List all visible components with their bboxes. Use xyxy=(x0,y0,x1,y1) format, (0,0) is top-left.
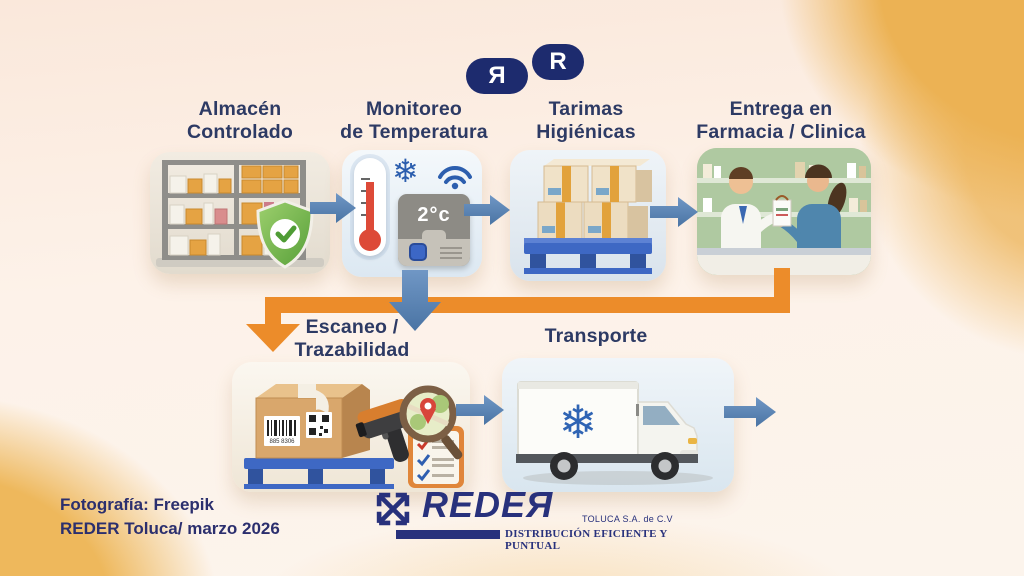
truck-headlight xyxy=(688,438,697,444)
shield-check-icon xyxy=(252,198,318,270)
barcode-box-illustration: 885 8306 xyxy=(244,384,464,489)
blue-pallet xyxy=(244,458,394,489)
card-tarimas-higienicas xyxy=(510,150,666,281)
step-label-transporte: Transporte xyxy=(490,325,702,348)
reder-monogram-logo: Я R xyxy=(466,44,586,98)
reder-arrows-icon xyxy=(376,492,410,526)
step-label-tarimas-higienicas: Tarimas Higiénicas xyxy=(480,98,692,144)
logo-letter-mirrored-r: Я xyxy=(488,62,506,89)
truck-windshield xyxy=(643,406,680,425)
thermometer-tick xyxy=(361,178,370,180)
refrigerated-truck-illustration: ❄ xyxy=(516,381,713,485)
thermometer-bulb xyxy=(359,229,381,251)
barcode-number: 885 8306 xyxy=(269,439,295,445)
counter-front xyxy=(697,255,871,275)
step-label-line: Trazabilidad xyxy=(294,339,410,361)
step-label-line: Entrega en xyxy=(729,98,833,120)
thermometer-tick xyxy=(361,214,370,216)
step-label-line: Controlado xyxy=(187,121,293,143)
card-almacen-controlado xyxy=(150,152,330,274)
device-vent xyxy=(440,247,462,249)
brand-name: REDEЯ xyxy=(422,484,554,525)
thermometer-icon xyxy=(354,158,386,256)
stacked-boxes xyxy=(537,159,652,241)
location-pin-icon xyxy=(420,398,436,424)
pharmacy-scene-illustration xyxy=(697,148,871,275)
logo-pill-right: R xyxy=(532,44,584,80)
device-vent xyxy=(440,257,462,259)
credit-line: Fotografía: Freepik xyxy=(60,495,214,514)
card-monitoreo-temperatura: ❄ 2°c xyxy=(342,150,482,277)
step-label-line: Farmacia / Clinica xyxy=(696,121,866,143)
photo-credit: Fotografía: Freepik REDER Toluca/ marzo … xyxy=(60,493,280,541)
step-label-entrega-farmacia: Entrega en Farmacia / Clinica xyxy=(675,98,887,144)
magnifier-map-icon xyxy=(399,385,463,460)
step-label-line: de Temperatura xyxy=(340,121,488,143)
step-label-line: Transporte xyxy=(544,325,648,347)
step-label-line: Escaneo / xyxy=(305,316,399,338)
wifi-icon xyxy=(438,166,472,190)
step-label-escaneo-trazabilidad: Escaneo / Trazabilidad xyxy=(246,316,458,362)
step-label-line: Higiénicas xyxy=(536,121,636,143)
pallet-boxes-illustration xyxy=(524,159,652,274)
step-label-monitoreo-temperatura: Monitoreo de Temperatura xyxy=(308,98,520,144)
reder-brand-logo: REDEЯ TOLUCA S.A. de C.V DISTRIBUCIÓN EF… xyxy=(368,482,698,554)
snowflake-icon: ❄ xyxy=(392,153,419,189)
brand-underline-bar xyxy=(396,530,500,539)
logo-letter-r: R xyxy=(549,48,567,75)
medicine-bag xyxy=(772,195,792,227)
thermometer-tube xyxy=(366,182,374,234)
qr-label xyxy=(306,412,332,438)
card-escaneo-trazabilidad: 885 8306 xyxy=(232,362,470,492)
blue-pallet xyxy=(524,238,652,274)
device-vent xyxy=(440,252,462,254)
barcode-scanner-icon xyxy=(355,398,413,462)
thermometer-tick xyxy=(361,202,370,204)
card-transporte: ❄ xyxy=(502,358,734,492)
step-label-line: Monitoreo xyxy=(365,98,463,120)
logo-pill-left: Я xyxy=(466,58,528,94)
snowflake-icon: ❄ xyxy=(559,396,598,448)
step-label-line: Almacén xyxy=(198,98,282,120)
device-base xyxy=(398,230,470,266)
warehouse-shelf-illustration xyxy=(156,160,324,267)
thermometer-tick xyxy=(361,190,370,192)
card-entrega-farmacia xyxy=(697,148,871,275)
device-button xyxy=(409,243,427,261)
truck-wheels xyxy=(550,452,679,480)
step-label-almacen-controlado: Almacén Controlado xyxy=(134,98,346,144)
brand-tagline: DISTRIBUCIÓN EFICIENTE Y PUNTUAL xyxy=(505,528,668,552)
brand-company: TOLUCA S.A. de C.V xyxy=(582,514,673,524)
counter-edge xyxy=(697,248,871,256)
barcode-label: 885 8306 xyxy=(264,416,300,446)
temperature-sensor-device: 2°c xyxy=(398,194,470,266)
credit-line: REDER Toluca/ marzo 2026 xyxy=(60,519,280,538)
step-label-line: Tarimas xyxy=(548,98,624,120)
device-temperature-reading: 2°c xyxy=(417,203,451,226)
device-notch xyxy=(422,230,446,240)
